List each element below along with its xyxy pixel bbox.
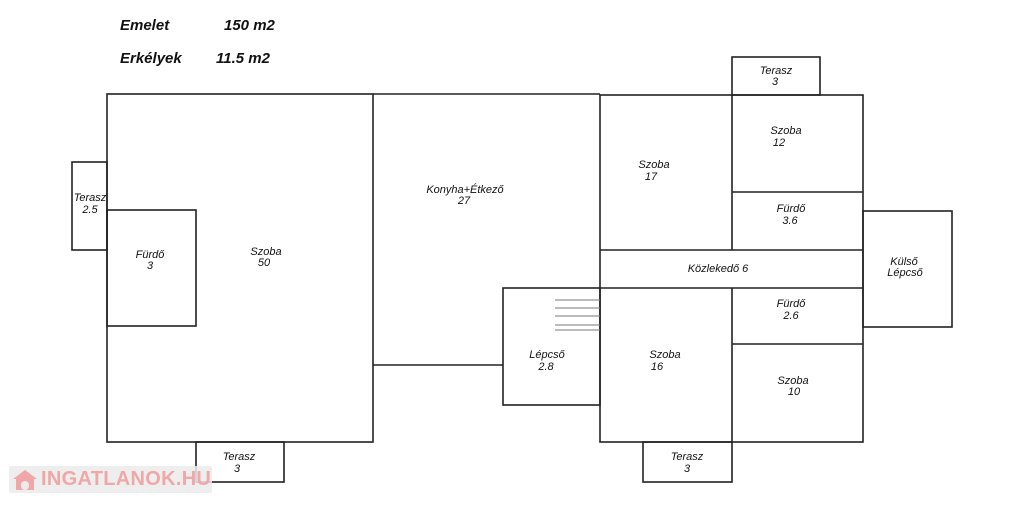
room-terasz-top [731, 56, 821, 96]
room-lepcso [502, 287, 601, 406]
room-name: Közlekedő 6 [688, 263, 749, 275]
room-area: 12 [773, 137, 785, 149]
balcony-label: Erkélyek [120, 50, 182, 67]
house-icon [12, 469, 38, 491]
room-area: 50 [258, 257, 271, 269]
floor-label: Emelet [120, 17, 170, 34]
balcony-area: 11.5 m2 [216, 50, 271, 67]
room-name: Terasz [223, 451, 256, 463]
room-name: Terasz [760, 65, 793, 77]
room-area: 16 [651, 361, 664, 373]
room-area: 27 [457, 195, 471, 207]
floor-area: 150 m2 [224, 17, 276, 34]
room-name: Lépcső [887, 267, 923, 279]
room-name: Lépcső [529, 349, 565, 361]
room-name: Konyha+Étkező [426, 183, 504, 196]
room-area: 3.6 [782, 215, 798, 227]
room-terasz-bottom-right [642, 441, 733, 483]
room-name: Szoba [250, 246, 281, 258]
room-name: Fürdő [777, 203, 807, 215]
watermark-text: INGATLANOK.HU [41, 468, 212, 490]
room-area: 2.6 [782, 310, 799, 322]
stair-steps [555, 299, 600, 331]
room-area: 3 [772, 76, 779, 88]
room-area: 2.5 [81, 204, 98, 216]
room-kulso-lepcso [862, 210, 953, 328]
room-name: Terasz [74, 192, 107, 204]
room-furdo-left [106, 209, 197, 327]
watermark: INGATLANOK.HU [9, 466, 212, 493]
room-area: 10 [788, 386, 801, 398]
room-name: Fürdő [136, 249, 166, 261]
room-name: Szoba [649, 349, 680, 361]
room-terasz-bottom-left [195, 441, 285, 483]
room-name: Szoba [638, 159, 669, 171]
room-area: 3 [147, 260, 154, 272]
room-area: 3 [684, 463, 691, 475]
room-name: Szoba [777, 375, 808, 387]
room-name: Külső [890, 256, 918, 268]
room-area: 17 [645, 171, 658, 183]
room-name: Szoba [770, 125, 801, 137]
room-area: 3 [234, 463, 241, 475]
room-name: Terasz [671, 451, 704, 463]
room-area: 2.8 [537, 361, 554, 373]
room-name: Fürdő [777, 298, 807, 310]
